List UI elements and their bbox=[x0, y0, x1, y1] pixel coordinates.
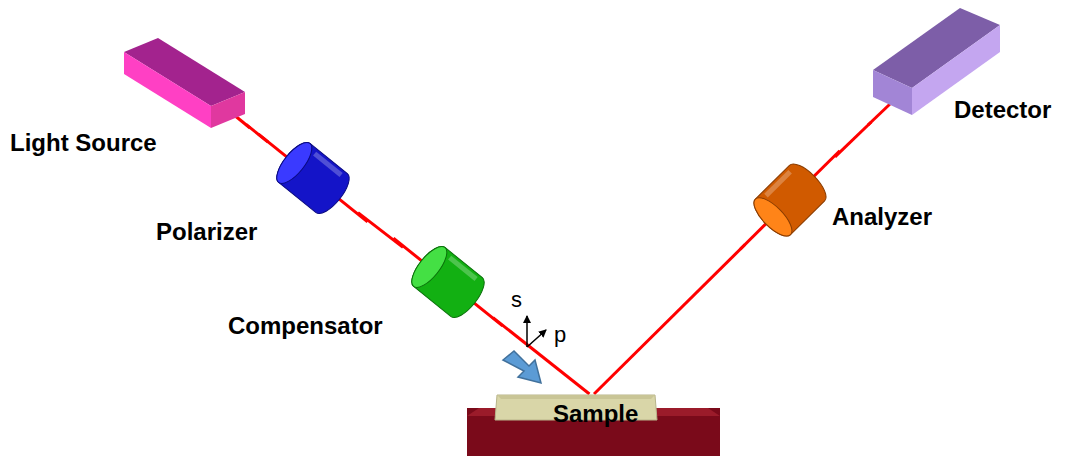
light-source-shape bbox=[120, 35, 246, 129]
light-beam bbox=[493, 318, 589, 394]
light-source: Light Source bbox=[120, 35, 246, 129]
component-label: Compensator bbox=[228, 312, 383, 340]
sample: Sample bbox=[465, 394, 722, 456]
component-label: Polarizer bbox=[156, 218, 257, 246]
compensator-shape bbox=[403, 237, 493, 327]
polarization-label: s bbox=[511, 288, 522, 312]
component-label: Light Source bbox=[10, 129, 157, 157]
light-beam bbox=[594, 245, 745, 394]
p-vector bbox=[527, 330, 546, 347]
s-vector bbox=[526, 316, 528, 347]
polarizer-shape bbox=[268, 133, 358, 223]
polarizer: Polarizer bbox=[268, 133, 358, 223]
detector: Detector bbox=[868, 3, 1004, 122]
incidence-arrow bbox=[503, 351, 541, 383]
analyzer: Analyzer bbox=[745, 155, 835, 245]
component-label: Sample bbox=[553, 400, 638, 428]
compensator: Compensator bbox=[403, 237, 493, 327]
component-label: Detector bbox=[954, 96, 1051, 124]
analyzer-shape bbox=[745, 155, 835, 245]
polarization-label: p bbox=[554, 323, 566, 347]
component-label: Analyzer bbox=[832, 203, 932, 231]
